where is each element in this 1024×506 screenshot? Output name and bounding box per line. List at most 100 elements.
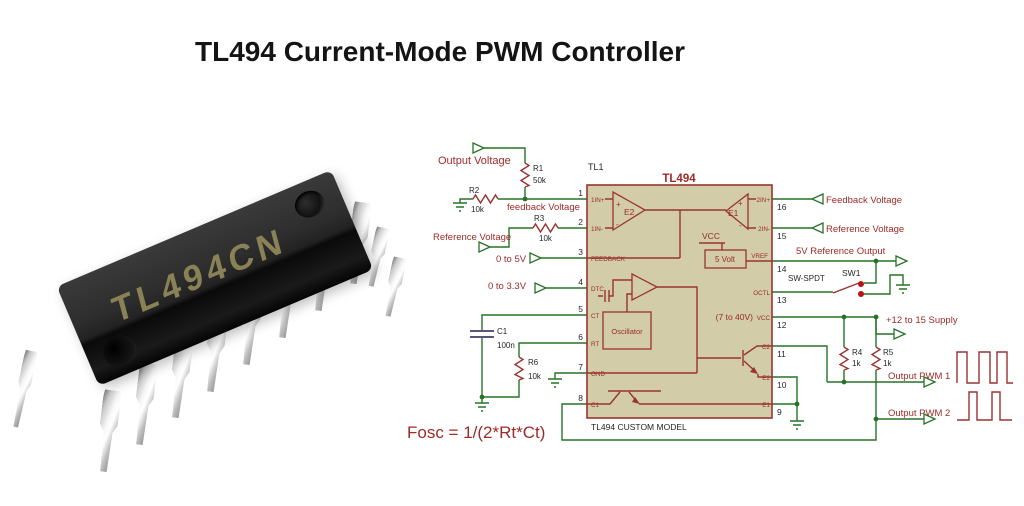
- pin-num-4: 4: [578, 277, 583, 287]
- pin-num-9: 9: [777, 407, 782, 417]
- input-terminal-icon: [529, 251, 543, 265]
- r2-ref: R2: [469, 186, 480, 195]
- r1-ref: R1: [533, 164, 544, 173]
- pin-name-1in-minus: 1IN-: [591, 226, 603, 233]
- input-terminal-icon: [478, 240, 492, 254]
- transistor-q2: [742, 345, 772, 378]
- pin-names-right: 2IN+ 2IN- VREF OCTL VCC C2 E2 E1: [751, 197, 770, 409]
- pin-num-11: 11: [777, 349, 786, 359]
- minus-sign: -: [739, 221, 742, 230]
- label-reference-voltage-out: Reference Voltage: [826, 224, 904, 235]
- vcc-range-label: (7 to 40V): [716, 312, 753, 322]
- label-feedback-voltage-out: Feedback Voltage: [826, 195, 902, 206]
- plus-sign: +: [616, 200, 621, 209]
- error-amp-e2: + - E2: [605, 190, 647, 232]
- label-reference-voltage-in: Reference Voltage: [433, 232, 511, 243]
- feedback-internal-wire: [587, 210, 681, 259]
- pin1-dimple-icon: [98, 330, 142, 372]
- pwm-waveforms: [956, 351, 1013, 421]
- pin-num-15: 15: [777, 231, 787, 241]
- pin-num-10: 10: [777, 380, 787, 390]
- pin-name-c1: C1: [591, 402, 600, 409]
- reference-5v-block: VCC 5 Volt: [699, 231, 772, 269]
- plus-sign: +: [738, 199, 743, 208]
- ic-tl494: TL1 TL494 TL494 CUSTOM MODEL 1 2 3 4 5 6…: [578, 162, 786, 432]
- label-0-to-5v: 0 to 5V: [496, 254, 527, 265]
- sw1-ref: SW1: [842, 268, 861, 278]
- junction-dots: [479, 196, 879, 422]
- error-amp-e1: + - E1: [724, 192, 756, 231]
- regulator-label: 5 Volt: [715, 255, 736, 264]
- ground-icon: [453, 202, 467, 212]
- pin-name-c2: C2: [762, 344, 771, 351]
- pin-numbers-left: 1 2 3 4 5 6 7 8: [578, 188, 583, 403]
- pin-name-e2: E2: [762, 375, 770, 382]
- pin-name-2in-plus: 2IN+: [757, 197, 771, 204]
- e2-label: E2: [624, 207, 635, 217]
- r4-value: 1k: [852, 359, 861, 368]
- c1-ref: C1: [497, 327, 508, 336]
- resistor-r4: R4 1k: [838, 346, 863, 371]
- r1-value: 50k: [533, 176, 547, 185]
- oscillator-block: Oscillator: [602, 311, 652, 350]
- input-terminal-icon: [534, 281, 548, 295]
- ground-icon: [896, 284, 910, 294]
- pin-num-2: 2: [578, 217, 583, 227]
- page-title: TL494 Current-Mode PWM Controller: [194, 36, 685, 67]
- resistor-r3: R3 10k: [532, 214, 559, 243]
- output-terminal-icon: [810, 192, 824, 206]
- ground-symbols: [453, 202, 910, 430]
- ground-icon: [548, 378, 562, 388]
- label-feedback-net: feedback Voltage: [507, 202, 580, 213]
- mold-dimple-icon: [290, 186, 329, 222]
- ground-icon: [790, 420, 804, 430]
- pin-name-e1: E1: [762, 402, 770, 409]
- net-labels: Output Voltage feedback Voltage Referenc…: [407, 155, 958, 442]
- pwm1-waveform-icon: [956, 351, 1013, 384]
- transistor-q1: [587, 390, 772, 405]
- pin-numbers-right: 16 15 14 13 12 11 10 9: [777, 202, 787, 417]
- pin-num-3: 3: [578, 247, 583, 257]
- output-terminal-icon: [895, 254, 909, 268]
- resistor-r6: R6 10k: [513, 356, 542, 381]
- oscillator-label: Oscillator: [611, 327, 643, 336]
- formula-text: Fosc = 1/(2*Rt*Ct): [407, 423, 545, 442]
- label-output-pwm1: Output PWM 1: [888, 371, 950, 382]
- vcc-rail-label: VCC: [702, 231, 720, 241]
- c1-value: 100n: [497, 341, 515, 350]
- pin-name-2in-minus: 2IN-: [758, 226, 770, 233]
- r2-value: 10k: [471, 205, 485, 214]
- e1-label: E1: [728, 208, 739, 218]
- ground-icon: [475, 402, 489, 412]
- pin-num-1: 1: [578, 188, 583, 198]
- output-terminal-icon: [893, 327, 907, 341]
- label-0-to-3v3: 0 to 3.3V: [488, 281, 527, 292]
- resistor-r1: R1 50k: [519, 162, 547, 188]
- input-terminal-icon: [472, 141, 486, 155]
- r6-ref: R6: [528, 358, 539, 367]
- r3-ref: R3: [534, 214, 545, 223]
- output-terminal-icon: [810, 221, 824, 235]
- pin-name-vcc: VCC: [757, 315, 771, 322]
- pin-num-5: 5: [578, 304, 583, 314]
- pin-name-1in-plus: 1IN+: [591, 197, 605, 204]
- pin-name-feedback: FEEDBACK: [591, 256, 626, 263]
- label-output-pwm2: Output PWM 2: [888, 408, 950, 419]
- output-terminal-icon: [923, 412, 937, 426]
- r5-ref: R5: [883, 348, 894, 357]
- resistor-r5: R5 1k: [870, 346, 894, 371]
- pin-num-16: 16: [777, 202, 787, 212]
- pin-num-13: 13: [777, 295, 787, 305]
- ic-model-note: TL494 CUSTOM MODEL: [591, 422, 687, 432]
- sw1-type: SW-SPDT: [788, 274, 825, 283]
- pin-num-14: 14: [777, 264, 787, 274]
- label-supply: +12 to 15 Supply: [886, 315, 958, 326]
- r4-ref: R4: [852, 348, 863, 357]
- switch-sw1: SW1 SW-SPDT: [788, 268, 864, 297]
- ic-designator: TL1: [588, 162, 604, 172]
- pin-name-octl: OCTL: [753, 290, 770, 297]
- label-5v-reference-output: 5V Reference Output: [796, 246, 886, 257]
- r6-value: 10k: [528, 372, 542, 381]
